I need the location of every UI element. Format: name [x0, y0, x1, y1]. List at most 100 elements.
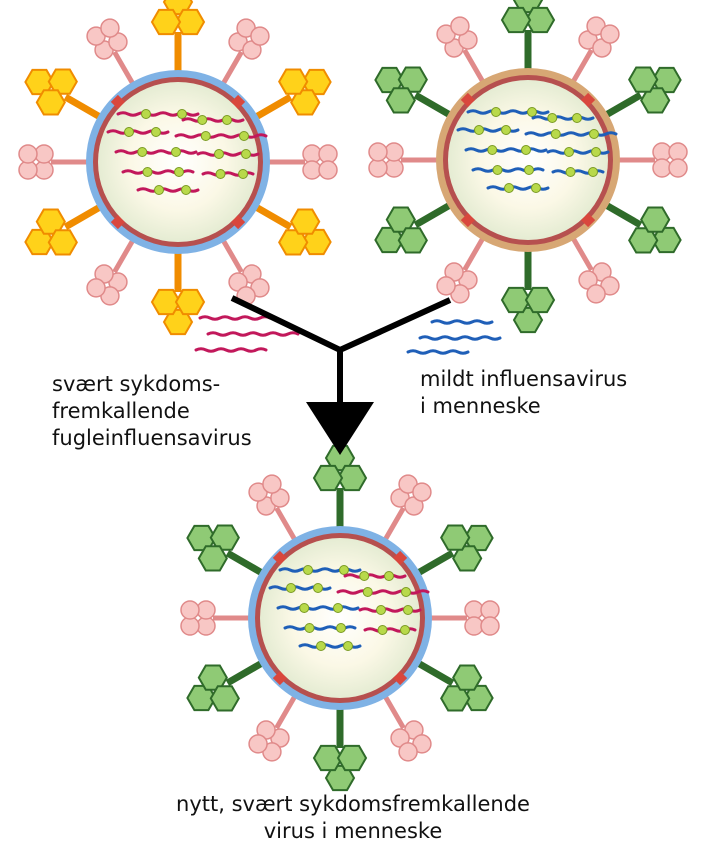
nucleoprotein-dot [487, 145, 498, 155]
nucleoprotein-dot [376, 605, 386, 615]
ion-channel-icon [272, 671, 287, 686]
neuraminidase-icon [248, 734, 268, 754]
nucleoprotein-dot [222, 115, 232, 125]
hemagglutinin-icon [174, 288, 206, 316]
ion-channel-icon [393, 550, 408, 565]
human-rna-strands-icon [406, 319, 502, 355]
nucleoprotein-dot [181, 185, 191, 195]
hemagglutinin-icon [35, 89, 66, 116]
viral-core [98, 82, 258, 242]
hemagglutinin-icon [312, 744, 344, 772]
rna-strand [181, 117, 245, 123]
nucleoprotein-dot [531, 183, 541, 193]
result-label-line-1: nytt, svært sykdomsfremkallende [176, 792, 530, 816]
hemagglutinin-icon [290, 89, 321, 116]
ion-channel-icon [581, 213, 596, 228]
nucleoprotein-dot [241, 149, 251, 159]
nucleoprotein-dot [401, 587, 411, 597]
nucleoprotein-dot [588, 167, 598, 177]
human-flu-virus-icon [368, 0, 688, 334]
human-virus-label: mildt influensavirus i menneske [420, 366, 627, 420]
ion-channel-icon [460, 92, 475, 107]
nucleoprotein-dot [343, 641, 353, 651]
spike-stem [220, 238, 244, 274]
hemagglutinin-icon [209, 524, 240, 551]
ion-channel-icon [581, 92, 596, 107]
nucleoprotein-dot [362, 587, 373, 597]
ion-channel-icon [231, 215, 246, 230]
hemagglutinin-icon [197, 545, 228, 572]
rna-strand [206, 331, 300, 337]
nucleoprotein-dot [286, 583, 296, 593]
spike-stem [413, 201, 452, 229]
hemagglutinin-icon [150, 288, 182, 316]
spike-stem [462, 236, 486, 272]
spike-stem [416, 659, 455, 687]
rna-strand [194, 347, 268, 353]
spike-stem [274, 694, 298, 730]
hemagglutinin-icon [47, 229, 78, 256]
nucleoprotein-dot [215, 169, 226, 179]
hemagglutinin-icon [452, 545, 483, 572]
neuraminidase-icon [86, 278, 106, 298]
rna-strand [174, 133, 268, 139]
viral-core [260, 538, 420, 698]
rna-strand [336, 589, 430, 595]
nucleoprotein-dot [214, 149, 224, 159]
spike-stem [220, 50, 244, 86]
spike-stem [570, 48, 594, 84]
nucleoprotein-dot [384, 571, 394, 581]
hemagglutinin-icon [312, 464, 344, 492]
nucleoprotein-dot [400, 625, 410, 635]
rna-strand [406, 349, 470, 355]
nucleoprotein-dot [238, 169, 248, 179]
nucleoprotein-dot [589, 129, 599, 139]
spike-stem [63, 93, 102, 121]
nucleoprotein-dot [521, 145, 531, 155]
avian-label-line-3: fugleinfluensavirus [52, 426, 252, 450]
neuraminidase-icon [262, 474, 282, 494]
avian-flu-virus-icon [18, 0, 338, 336]
spike-stem [112, 238, 136, 274]
hemagglutinin-icon [209, 685, 240, 712]
spike-stem [63, 203, 102, 231]
neuraminidase-icon [180, 600, 200, 620]
nucleoprotein-dot [239, 131, 249, 141]
neuraminidase-icon [412, 482, 432, 502]
nucleoprotein-dot [142, 167, 153, 177]
rna-strand [464, 147, 548, 153]
nucleoprotein-dot [359, 571, 370, 581]
nucleoprotein-dot [304, 623, 315, 633]
nucleoprotein-dot [316, 641, 326, 651]
hemagglutinin-icon [440, 524, 471, 551]
nucleoprotein-dot [177, 109, 187, 119]
nucleoprotein-dot [174, 167, 184, 177]
spike-stem [462, 48, 486, 84]
nucleoprotein-dot [299, 603, 310, 613]
hemagglutinin-icon [500, 286, 532, 314]
spike-stem [254, 203, 293, 231]
nucleoprotein-dot [491, 107, 501, 117]
nucleoprotein-dot [550, 129, 561, 139]
hemagglutinin-icon [628, 66, 659, 93]
rna-strand [418, 335, 502, 341]
nucleoprotein-dot [591, 147, 601, 157]
spike-stem [225, 659, 264, 687]
nucleoprotein-dot [377, 625, 388, 635]
reassortant-virus-icon [180, 444, 500, 792]
spike-stem [604, 201, 643, 229]
rna-strand [343, 573, 407, 579]
neuraminidase-icon [450, 16, 470, 36]
human-label-line-1: mildt influensavirus [420, 367, 628, 391]
avian-rna-strands-icon [194, 315, 300, 353]
spike-stem [254, 93, 293, 121]
neuraminidase-icon [668, 158, 688, 178]
neuraminidase-icon [586, 284, 606, 304]
hemagglutinin-icon [290, 208, 321, 235]
spike-stem [416, 549, 455, 577]
nucleoprotein-dot [564, 147, 574, 157]
rna-strand [114, 149, 198, 155]
nucleoprotein-dot [171, 147, 181, 157]
hemagglutinin-icon [385, 87, 416, 114]
spike-stem [382, 506, 406, 542]
